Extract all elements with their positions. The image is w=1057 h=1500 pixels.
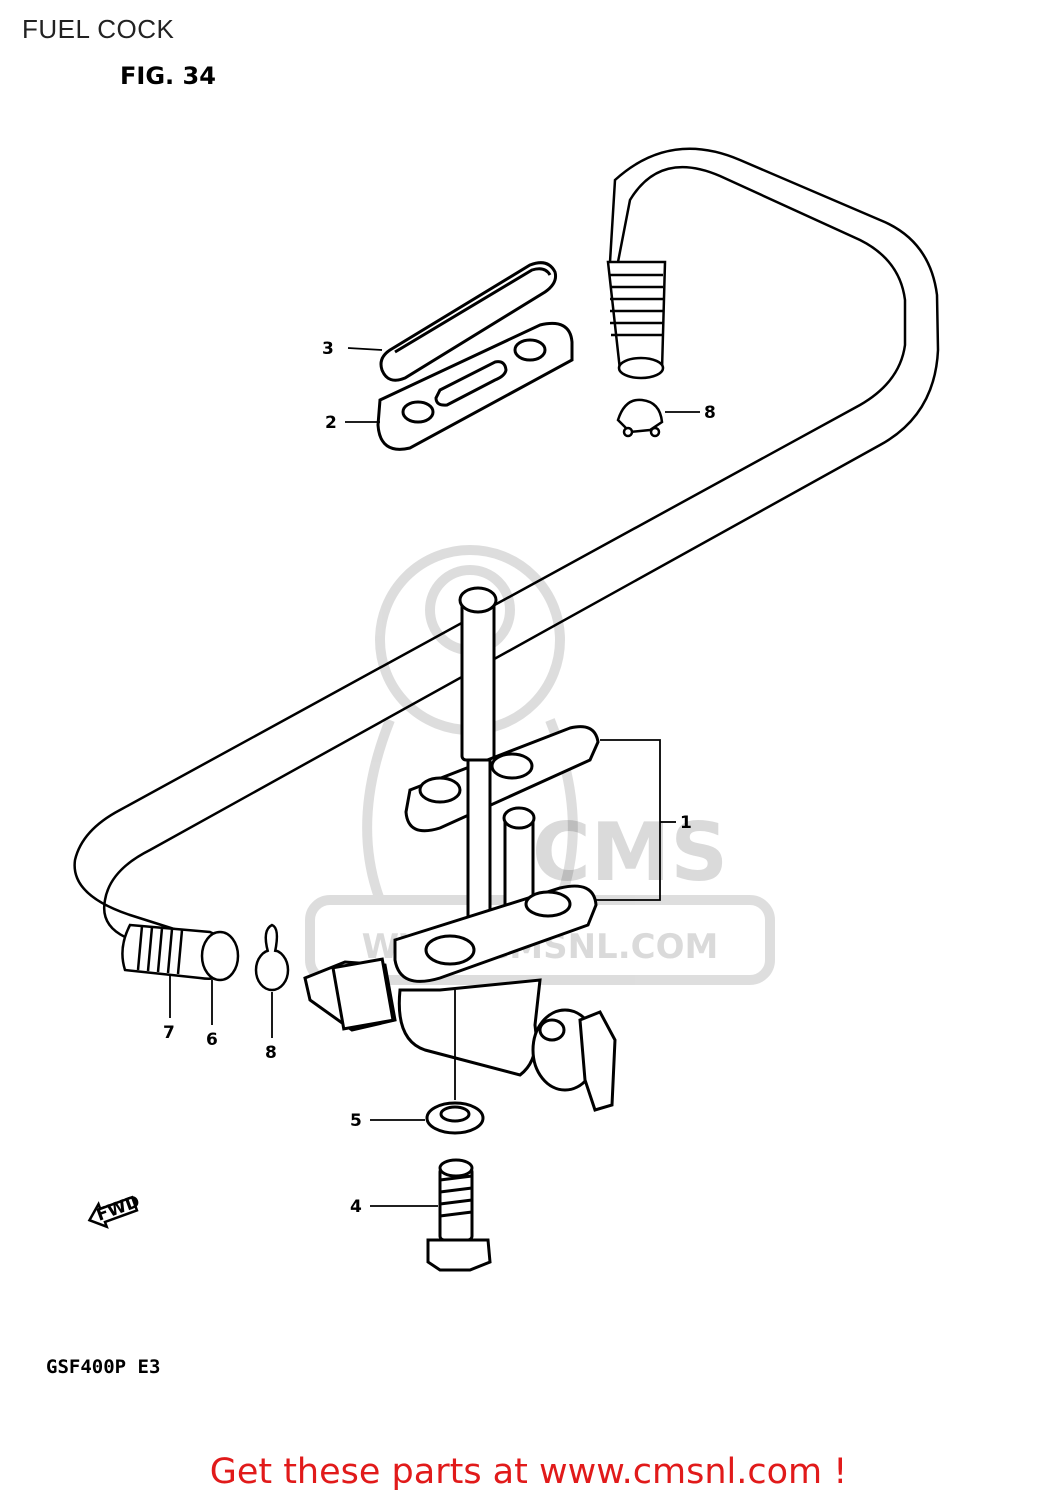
fuel-cock-assembly [303, 586, 617, 1112]
hose-end-upper-opening [617, 356, 665, 380]
hose-rib [176, 929, 184, 975]
o-ring-3-inner [394, 267, 552, 354]
flange-hole-right [524, 890, 572, 918]
callout-4: 4 [350, 1197, 362, 1217]
gasket-hole-right [513, 338, 547, 362]
watermark-brand: CMS [532, 806, 728, 899]
hose-end-lower [121, 923, 240, 982]
gasket-hole-left [401, 400, 435, 424]
pickup-pipe-reserve-cap [502, 806, 536, 830]
callout-7: 7 [163, 1023, 175, 1043]
pickup-pipe-main [460, 598, 496, 762]
flange-hole-left [424, 934, 476, 966]
callout-2: 2 [325, 413, 337, 433]
hose-clip-upper [616, 398, 664, 438]
fuel-hose [73, 147, 940, 964]
hose-end-lower-opening [200, 930, 240, 982]
hose-clip-lower-ear [264, 923, 279, 953]
hose-end-upper [606, 260, 667, 380]
hose-rib [146, 926, 154, 972]
promo-link[interactable]: Get these parts at www.cmsnl.com ! [209, 1452, 848, 1492]
screw-head [426, 1238, 492, 1272]
hose-inner-edge [102, 147, 940, 964]
hose-clip-upper-ear [622, 426, 634, 438]
fwd-arrow-icon: FWD [87, 1192, 143, 1229]
gasket-plate-2 [376, 321, 574, 451]
screw-4 [426, 1158, 492, 1272]
callout-5: 5 [350, 1111, 362, 1131]
screw-thread [439, 1174, 473, 1182]
screw-thread [439, 1198, 473, 1206]
screw-tip [438, 1158, 474, 1178]
outlet-hex [331, 957, 395, 1031]
o-ring-hole-right [490, 752, 534, 780]
callout-8-lower: 8 [265, 1043, 277, 1063]
fuel-cock-body [397, 978, 542, 1077]
leader-3 [347, 347, 383, 351]
hose-outer-edge [73, 165, 907, 944]
hose-rib [166, 928, 174, 974]
washer-inner [439, 1105, 471, 1123]
leader-lines [169, 347, 700, 1207]
hose-clip-lower-body [254, 948, 290, 992]
fuel-cock-lever [578, 1010, 617, 1112]
leader-1-bracket [596, 739, 661, 901]
o-ring-3 [379, 261, 557, 382]
hose-rib [136, 925, 144, 971]
fwd-arrow-shape [87, 1195, 139, 1229]
screw-thread [439, 1186, 473, 1194]
figure-label: FIG. 34 [120, 62, 216, 90]
callout-8-upper: 8 [704, 403, 716, 423]
lever-pivot [538, 1018, 566, 1042]
gasket-slot [434, 360, 508, 407]
screw-thread [439, 1210, 473, 1218]
callout-1: 1 [680, 813, 692, 833]
hose-clip-upper-body [616, 398, 664, 434]
hose-clip-lower [254, 923, 290, 992]
o-ring-3-shape [379, 261, 557, 382]
pickup-pipe-cap [458, 586, 498, 614]
callout-6: 6 [206, 1030, 218, 1050]
fwd-arrow-label: FWD [94, 1192, 143, 1226]
washer-5 [425, 1101, 485, 1135]
fuel-cock-o-ring [404, 725, 600, 833]
o-ring-hole-left [418, 776, 462, 804]
hose-rib [156, 927, 164, 973]
callout-3: 3 [322, 339, 334, 359]
model-code: GSF400P E3 [46, 1356, 161, 1378]
hose-clip-upper-ear [649, 426, 661, 438]
page-title: FUEL COCK [22, 14, 175, 44]
